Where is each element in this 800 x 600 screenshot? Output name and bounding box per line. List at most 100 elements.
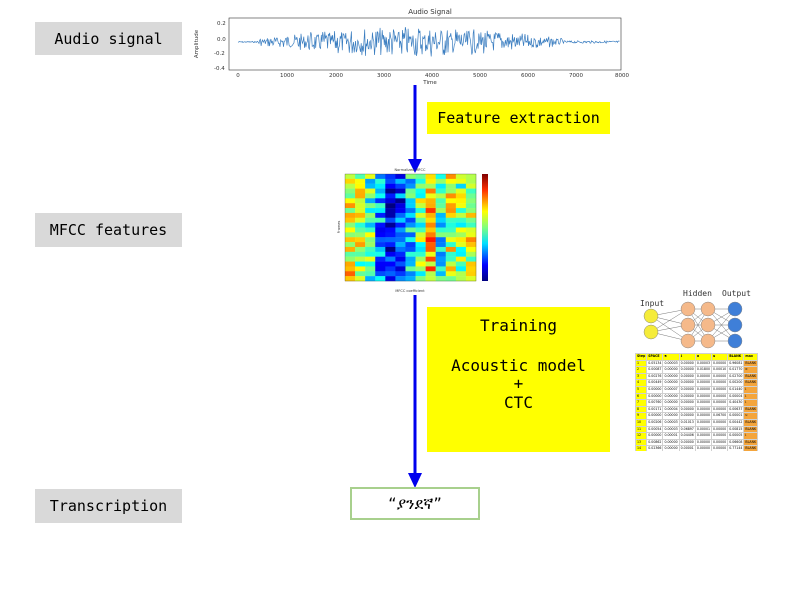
mfcc-cell xyxy=(345,246,356,253)
mfcc-cell xyxy=(445,227,457,233)
table-cell: 0.00000 xyxy=(678,412,696,420)
table-cell: 0.00276 xyxy=(646,372,664,381)
mfcc-cell xyxy=(425,261,436,267)
table-cell: 0.00815 xyxy=(727,425,745,434)
mfcc-cell xyxy=(415,193,426,199)
mfcc-cell xyxy=(445,256,457,262)
mfcc-cell xyxy=(455,251,467,257)
label-audio-signal: Audio signal xyxy=(35,22,182,55)
table-cell: BLANK xyxy=(743,418,759,427)
input-node xyxy=(643,324,659,340)
mfcc-cell xyxy=(445,276,457,282)
table-cell: 0.00003 xyxy=(662,425,680,434)
hidden-node xyxy=(680,301,696,317)
mfcc-cell xyxy=(375,203,386,209)
hidden-node xyxy=(700,333,716,349)
table-cell: 0.00000 xyxy=(711,359,729,368)
table-cell: ɨ xyxy=(743,392,759,401)
mfcc-cell xyxy=(405,208,416,214)
mfcc-cell xyxy=(455,198,467,204)
mfcc-cell xyxy=(385,271,396,277)
table-cell: 0.01013 xyxy=(678,418,696,427)
label-mfcc-features: MFCC features xyxy=(35,213,182,247)
table-cell: 0.05134 xyxy=(646,359,664,368)
table-cell: 0.00005 xyxy=(727,432,745,440)
table-cell: 8 xyxy=(635,405,648,414)
mfcc-cell xyxy=(345,174,356,180)
table-cell: 0.06700 xyxy=(711,412,729,420)
mfcc-cell xyxy=(415,237,426,243)
table-cell: 0.00000 xyxy=(678,438,696,447)
table-cell: 0.00000 xyxy=(711,392,729,401)
mfcc-cell xyxy=(445,237,457,243)
table-cell: 0.00000 xyxy=(694,379,713,387)
mfcc-cell xyxy=(375,178,386,184)
mfcc-cell xyxy=(375,222,386,228)
table-cell: 0.00000 xyxy=(678,359,696,368)
label-transcription: Transcription xyxy=(35,489,182,523)
table-cell: 0.00000 xyxy=(694,385,713,394)
y-tick-label: -0.2 xyxy=(214,51,225,57)
mfcc-cell xyxy=(435,232,446,238)
input-node xyxy=(643,308,659,324)
hidden-node xyxy=(700,301,716,317)
mfcc-cell xyxy=(465,174,477,180)
mfcc-cell xyxy=(365,212,376,218)
mfcc-cell xyxy=(365,242,376,248)
table-cell: BLANK xyxy=(743,372,759,381)
mfcc-cell xyxy=(415,271,426,277)
table-cell: 0.00000 xyxy=(662,366,680,374)
table-cell: 5 xyxy=(635,385,648,394)
mfcc-cell xyxy=(455,227,467,233)
mfcc-cell xyxy=(425,242,436,248)
mfcc-cell xyxy=(435,266,446,272)
mfcc-cell xyxy=(345,237,356,243)
x-tick-label: 1000 xyxy=(280,73,294,79)
table-cell: ɨ xyxy=(743,432,759,440)
table-cell: 0.77144 xyxy=(727,445,745,451)
table-cell: BLANK xyxy=(743,405,759,414)
table-cell: 0.00000 xyxy=(711,379,729,387)
table-cell: 0.00000 xyxy=(694,418,713,427)
mfcc-cell xyxy=(425,266,436,272)
mfcc-cell xyxy=(415,217,426,223)
mfcc-cell xyxy=(435,183,446,189)
mfcc-cell xyxy=(405,217,416,223)
mfcc-cell xyxy=(455,266,467,272)
mfcc-cell xyxy=(375,256,386,262)
mfcc-cell xyxy=(385,237,396,243)
mfcc-cell xyxy=(365,232,376,238)
mfcc-cell xyxy=(385,256,396,262)
mfcc-cell xyxy=(355,232,366,238)
mfcc-cell xyxy=(365,251,376,257)
table-cell: 0.00760 xyxy=(646,399,664,407)
table-cell: 0.00087 xyxy=(646,366,664,374)
network-edge xyxy=(650,308,689,333)
mfcc-cell xyxy=(365,208,376,214)
table-cell: 0.00442 xyxy=(727,418,745,427)
table-cell: 10 xyxy=(635,418,648,427)
mfcc-cell xyxy=(405,203,416,209)
table-cell: 0.01440 xyxy=(727,385,745,394)
mfcc-cell xyxy=(345,208,356,214)
mfcc-cell xyxy=(395,193,406,199)
mfcc-cell xyxy=(465,222,477,228)
mfcc-cell xyxy=(425,198,436,204)
mfcc-cell xyxy=(415,174,426,180)
table-cell: 0.00000 xyxy=(711,385,729,394)
mfcc-cell xyxy=(405,251,416,257)
mfcc-cell xyxy=(395,183,406,189)
mfcc-cell xyxy=(375,193,386,199)
mfcc-cell xyxy=(455,208,467,214)
mfcc-cell xyxy=(405,242,416,248)
mfcc-cell xyxy=(395,232,406,238)
audio-plot-title: Audio Signal xyxy=(408,8,452,16)
mfcc-cell xyxy=(415,251,426,257)
mfcc-cell xyxy=(445,217,457,223)
table-cell: ɑ xyxy=(743,366,759,374)
table-cell: 0.00000 xyxy=(678,392,696,401)
